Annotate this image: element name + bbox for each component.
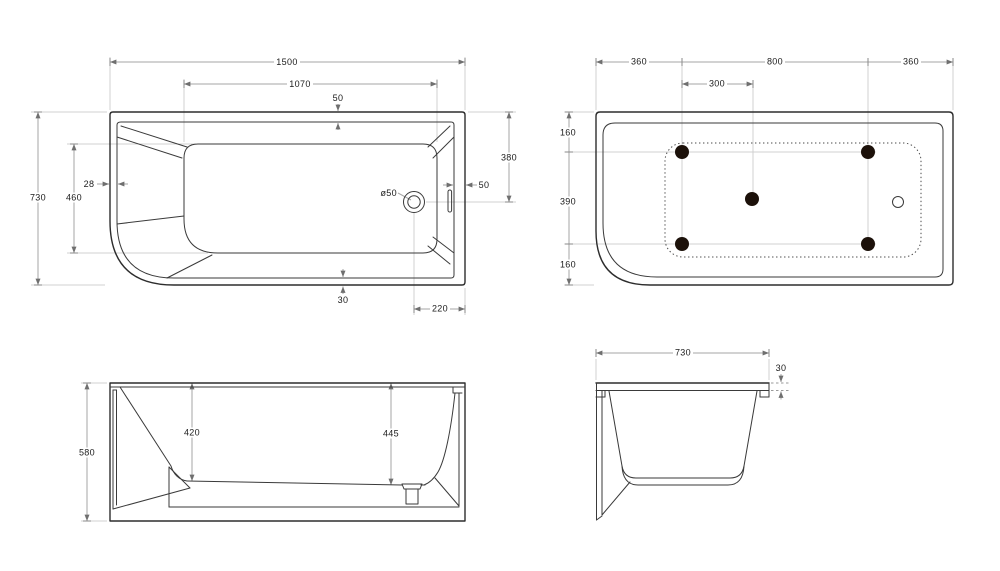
- dim-overall-length: 1500: [276, 57, 297, 67]
- plan-corner-chamfer-lines: [116, 125, 455, 279]
- bottom-outer-outline: [595, 111, 954, 286]
- plan-view: [109, 111, 466, 286]
- dim-overall-width: 730: [30, 193, 46, 203]
- dim-end-width: 730: [675, 348, 691, 358]
- dim-drain-from-end: 220: [432, 304, 448, 314]
- foot-front-left: [675, 145, 689, 159]
- dim-feet-width: 390: [560, 197, 576, 207]
- side-section-view: [109, 382, 466, 522]
- dim-rim-right: 50: [479, 180, 490, 190]
- dim-feet-inset-bottom: 160: [560, 260, 576, 270]
- plan-rim-edge: [116, 121, 455, 279]
- foot-back-right: [861, 237, 875, 251]
- dim-feet-inset-top: 160: [560, 128, 576, 138]
- plan-overflow-slot: [447, 189, 453, 213]
- dim-center-foot-offset: 300: [709, 79, 725, 89]
- plan-basin-edge: [183, 143, 438, 254]
- end-bowl-section: [608, 390, 758, 486]
- end-section-view: [595, 382, 770, 521]
- dim-wall-thickness: 28: [84, 179, 95, 189]
- plan-outer-outline: [109, 111, 466, 286]
- dim-feet-spacing: 800: [767, 57, 783, 67]
- foot-center: [745, 192, 759, 206]
- foot-back-left: [675, 237, 689, 251]
- foot-front-right: [861, 145, 875, 159]
- side-outer-outline: [109, 382, 466, 522]
- side-interior-lines: [112, 386, 463, 510]
- dim-rim-top: 50: [333, 93, 344, 103]
- extension-lines: [31, 57, 954, 522]
- dim-feet-inset-right: 360: [903, 57, 919, 67]
- dim-feet-inset-left: 360: [631, 57, 647, 67]
- dim-rim-bottom: 30: [338, 295, 349, 305]
- dim-depth-drain: 445: [383, 429, 399, 439]
- dim-end-rim-height: 30: [776, 363, 787, 373]
- dim-overall-height: 580: [79, 448, 95, 458]
- bottom-view: [595, 111, 954, 286]
- plan-drain: [403, 191, 425, 213]
- mounting-feet: [675, 145, 875, 251]
- end-rim-tabs: [595, 382, 770, 398]
- dimension-labels: 1500 1070 50 730 460 28 ø50 380 50 30 22…: [30, 57, 919, 458]
- dim-depth-head: 420: [184, 428, 200, 438]
- dimension-lines: [35, 59, 953, 521]
- side-drain-fitting: [401, 483, 423, 505]
- end-apron: [596, 382, 631, 521]
- dim-basin-length: 1070: [289, 79, 310, 89]
- dimension-ticks: [34, 58, 954, 522]
- dim-basin-width: 460: [66, 193, 82, 203]
- label-backgrounds: [28, 56, 921, 458]
- bottom-drain-hole: [892, 196, 904, 208]
- dim-drain-from-head: 380: [501, 153, 517, 163]
- bottom-base-footprint: [664, 142, 922, 258]
- bottom-rim-edge: [602, 122, 944, 278]
- dim-drain-diameter: ø50: [380, 188, 397, 198]
